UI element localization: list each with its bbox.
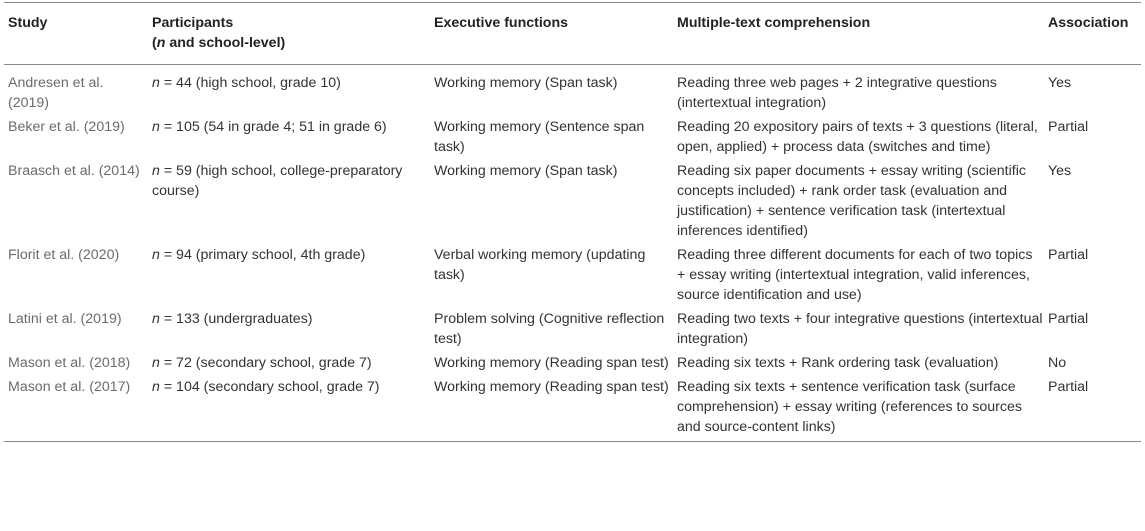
cell-association: Partial xyxy=(1048,311,1089,327)
cell-executive: Working memory (Sentence span task) xyxy=(434,119,645,155)
cell-executive: Working memory (Reading span test) xyxy=(434,355,669,371)
cell-comprehension: Reading six texts + sentence verificatio… xyxy=(673,374,1044,442)
cell-association: Partial xyxy=(1048,119,1089,135)
cell-study: Florit et al. (2020) xyxy=(8,247,120,263)
cell-study: Mason et al. (2018) xyxy=(8,355,131,371)
cell-executive: Working memory (Span task) xyxy=(434,75,618,91)
cell-executive: Working memory (Span task) xyxy=(434,163,618,179)
header-n-symbol: n xyxy=(156,35,166,51)
cell-comprehension: Reading six texts + Rank ordering task (… xyxy=(677,355,999,371)
header-row: Study Participants (n and school-level) … xyxy=(4,2,1141,65)
table-row: Andresen et al. (2019) n = 44 (high scho… xyxy=(4,65,1141,115)
cell-association: No xyxy=(1048,355,1067,371)
participants-text: = 72 (secondary school, grade 7) xyxy=(159,355,372,371)
studies-table: Study Participants (n and school-level) … xyxy=(4,2,1141,442)
cell-association: Yes xyxy=(1048,163,1072,179)
cell-association: Yes xyxy=(1048,75,1072,91)
n-symbol: n xyxy=(152,247,160,263)
cell-participants: n = 105 (54 in grade 4; 51 in grade 6) xyxy=(148,114,430,158)
participants-text: = 105 (54 in grade 4; 51 in grade 6) xyxy=(159,119,387,135)
cell-study: Beker et al. (2019) xyxy=(8,119,125,135)
n-symbol: n xyxy=(152,75,160,91)
cell-study: Andresen et al. (2019) xyxy=(8,75,104,111)
n-symbol: n xyxy=(152,119,160,135)
cell-comprehension: Reading six paper documents + essay writ… xyxy=(677,163,1026,239)
cell-participants: n = 59 (high school, college-preparatory… xyxy=(148,158,430,242)
cell-participants: n = 104 (secondary school, grade 7) xyxy=(148,374,430,442)
cell-executive: Problem solving (Cognitive reflection te… xyxy=(434,311,665,347)
cell-comprehension: Reading 20 expository pairs of texts + 3… xyxy=(677,119,1038,155)
cell-participants: n = 94 (primary school, 4th grade) xyxy=(148,242,430,306)
n-symbol: n xyxy=(152,163,160,179)
header-association: Association xyxy=(1044,2,1141,65)
cell-study: Latini et al. (2019) xyxy=(8,311,122,327)
table-row: Mason et al. (2017) n = 104 (secondary s… xyxy=(4,374,1141,442)
table-row: Florit et al. (2020) n = 94 (primary sch… xyxy=(4,242,1141,306)
header-participants-rest: and school-level) xyxy=(165,35,286,51)
header-executive-functions: Executive functions xyxy=(430,2,673,65)
cell-executive: Working memory (Reading span test) xyxy=(430,374,673,442)
participants-text: = 44 (high school, grade 10) xyxy=(159,75,341,91)
participants-text: = 133 (undergraduates) xyxy=(159,311,313,327)
table-row: Latini et al. (2019) n = 133 (undergradu… xyxy=(4,306,1141,350)
cell-executive: Verbal working memory (updating task) xyxy=(434,247,646,283)
participants-text: = 94 (primary school, 4th grade) xyxy=(159,247,366,263)
header-participants-title: Participants xyxy=(152,15,234,31)
table-row: Braasch et al. (2014) n = 59 (high schoo… xyxy=(4,158,1141,242)
n-symbol: n xyxy=(152,311,160,327)
header-paren: ( xyxy=(152,35,157,51)
cell-comprehension: Reading three different documents for ea… xyxy=(677,247,1033,303)
header-participants: Participants (n and school-level) xyxy=(148,2,430,65)
table-row: Mason et al. (2018) n = 72 (secondary sc… xyxy=(4,350,1141,374)
n-symbol: n xyxy=(152,379,160,395)
cell-participants: n = 72 (secondary school, grade 7) xyxy=(148,350,430,374)
header-comprehension: Multiple-text comprehension xyxy=(673,2,1044,65)
cell-comprehension: Reading two texts + four integrative que… xyxy=(677,311,1043,347)
cell-association: Partial xyxy=(1048,247,1089,263)
cell-association: Partial xyxy=(1044,374,1141,442)
cell-participants: n = 44 (high school, grade 10) xyxy=(148,65,430,115)
cell-comprehension: Reading three web pages + 2 integrative … xyxy=(677,75,997,111)
table-row: Beker et al. (2019) n = 105 (54 in grade… xyxy=(4,114,1141,158)
header-participants-sub: (n and school-level) xyxy=(152,33,430,53)
header-study: Study xyxy=(4,2,148,65)
cell-study: Mason et al. (2017) xyxy=(4,374,148,442)
participants-text: = 104 (secondary school, grade 7) xyxy=(159,379,380,395)
cell-study: Braasch et al. (2014) xyxy=(8,163,140,179)
participants-text: = 59 (high school, college-preparatory c… xyxy=(152,163,403,199)
cell-participants: n = 133 (undergraduates) xyxy=(148,306,430,350)
n-symbol: n xyxy=(152,355,160,371)
